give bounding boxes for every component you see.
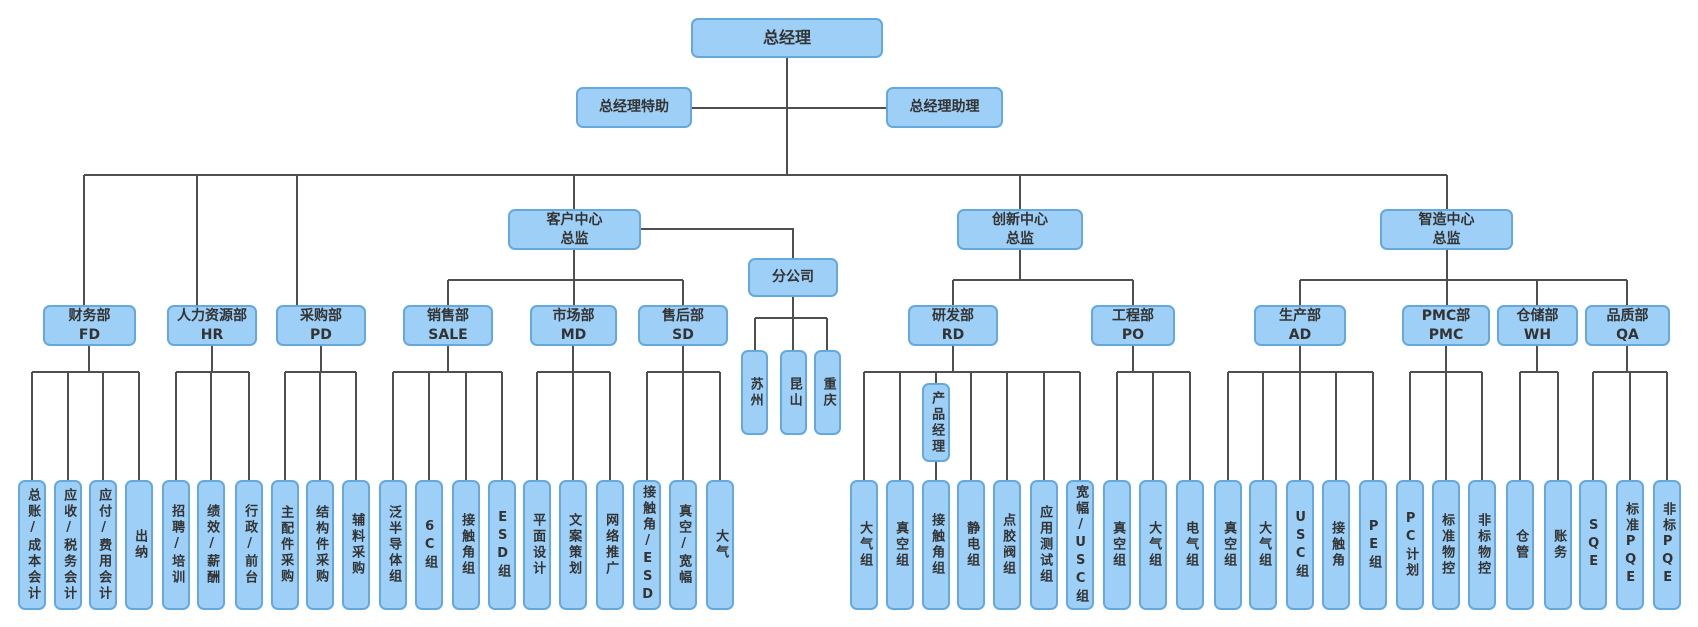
team-node: 点胶阀组 (993, 480, 1021, 610)
node-dept-sale: 销售部 SALE (403, 305, 493, 346)
node-product-manager: 产品经理 (922, 383, 950, 462)
team-node: 应收/税务会计 (54, 480, 82, 610)
team-node: 泛半导体组 (379, 480, 407, 610)
node-branch-site: 昆山 (780, 350, 807, 435)
team-node: 文案策划 (559, 480, 587, 610)
team-node: 仓管 (1506, 480, 1534, 610)
team-node: 真空组 (886, 480, 914, 610)
node-dept-ad: 生产部 AD (1254, 305, 1346, 346)
node-dept-pd: 采购部 PD (276, 305, 366, 346)
node-dept-qa: 品质部 QA (1585, 305, 1670, 346)
team-node: 接触角 (1322, 480, 1350, 610)
team-node: 标准物控 (1432, 480, 1460, 610)
node-dept-po: 工程部 PO (1091, 305, 1175, 346)
node-dept-md: 市场部 MD (530, 305, 617, 346)
node-manufacturing-center-director: 智造中心 总监 (1380, 209, 1513, 250)
team-node: 静电组 (957, 480, 985, 610)
node-dept-wh: 仓储部 WH (1497, 305, 1578, 346)
team-node: 真空组 (1214, 480, 1242, 610)
team-node: 接触角组 (922, 480, 950, 610)
node-dept-fd: 财务部 FD (43, 305, 136, 346)
node-dept-rd: 研发部 RD (908, 305, 998, 346)
team-node: 非标PQE (1653, 480, 1681, 610)
node-customer-center-director: 客户中心 总监 (508, 209, 641, 250)
team-node: 招聘/培训 (162, 480, 190, 610)
team-node: 账务 (1544, 480, 1572, 610)
node-branch-site: 重庆 (814, 350, 841, 435)
team-node: 接触角组 (452, 480, 480, 610)
node-dept-hr: 人力资源部 HR (167, 305, 257, 346)
team-node: 大气 (706, 480, 734, 610)
node-general-manager: 总经理 (691, 18, 883, 58)
team-node: 主配件采购 (271, 480, 299, 610)
team-node: 真空/宽幅 (669, 480, 697, 610)
team-node: 行政/前台 (235, 480, 263, 610)
team-node: SQE (1579, 480, 1607, 610)
team-node: 绩效/薪酬 (197, 480, 225, 610)
node-dept-sd: 售后部 SD (638, 305, 728, 346)
team-node: USC组 (1286, 480, 1314, 610)
team-node: 平面设计 (523, 480, 551, 610)
node-dept-pmc: PMC部 PMC (1402, 305, 1490, 346)
team-node: 网络推广 (596, 480, 624, 610)
team-node: 大气组 (1139, 480, 1167, 610)
team-node: 标准PQE (1616, 480, 1644, 610)
team-node: 宽幅/USC组 (1066, 480, 1094, 610)
team-node: 真空组 (1103, 480, 1131, 610)
team-node: 应付/费用会计 (89, 480, 117, 610)
node-innovation-center-director: 创新中心 总监 (957, 209, 1083, 250)
team-node: 电气组 (1176, 480, 1204, 610)
team-node: 非标物控 (1468, 480, 1496, 610)
node-gm-assistant: 总经理助理 (886, 87, 1003, 128)
node-branch-site: 苏州 (741, 350, 768, 435)
team-node: 出纳 (125, 480, 153, 610)
team-node: 应用测试组 (1030, 480, 1058, 610)
team-node: 大气组 (1249, 480, 1277, 610)
node-branch-company: 分公司 (748, 258, 838, 297)
team-node: 结构件采购 (306, 480, 334, 610)
team-node: 6C组 (415, 480, 443, 610)
node-gm-special-assistant: 总经理特助 (576, 87, 692, 128)
team-node: PE组 (1359, 480, 1387, 610)
team-node: ESD组 (488, 480, 516, 610)
team-node: PC计划 (1396, 480, 1424, 610)
team-node: 接触角/ESD (633, 480, 661, 610)
team-node: 辅料采购 (342, 480, 370, 610)
team-node: 大气组 (850, 480, 878, 610)
team-node: 总账/成本会计 (18, 480, 46, 610)
